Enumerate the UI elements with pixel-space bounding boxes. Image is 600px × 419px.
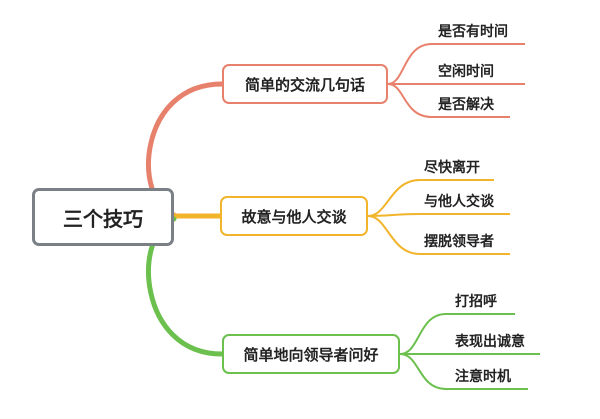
connector-branch-3-leaf-1: [399, 313, 515, 355]
leaf-node-1-2[interactable]: 空闲时间: [438, 64, 494, 80]
connector-branch-1-leaf-1: [387, 43, 525, 85]
leaf-node-2-3[interactable]: 摆脱领导者: [424, 234, 494, 250]
leaf-node-1-3[interactable]: 是否解决: [438, 97, 494, 113]
branch-node-3[interactable]: 简单地向领导者问好: [222, 334, 400, 374]
root-node[interactable]: 三个技巧: [32, 188, 174, 246]
leaf-node-3-3[interactable]: 注意时机: [455, 369, 511, 385]
connector-branch-1-leaf-3: [387, 83, 510, 118]
leaf-node-1-1[interactable]: 是否有时间: [438, 24, 508, 40]
branch-node-2[interactable]: 故意与他人交谈: [220, 196, 368, 236]
connector-branch-2-leaf-1: [367, 179, 494, 217]
leaf-node-3-1[interactable]: 打招呼: [455, 294, 497, 310]
leaf-node-2-2[interactable]: 与他人交谈: [424, 194, 494, 210]
connector-branch-2-leaf-2: [367, 213, 510, 217]
leaf-node-2-1[interactable]: 尽快离开: [424, 160, 480, 176]
leaf-node-3-2[interactable]: 表现出诚意: [455, 334, 525, 350]
connector-branch-3-leaf-3: [399, 353, 528, 390]
branch-node-1[interactable]: 简单的交流几句话: [222, 64, 388, 104]
connector-branch-2-leaf-3: [367, 215, 510, 255]
